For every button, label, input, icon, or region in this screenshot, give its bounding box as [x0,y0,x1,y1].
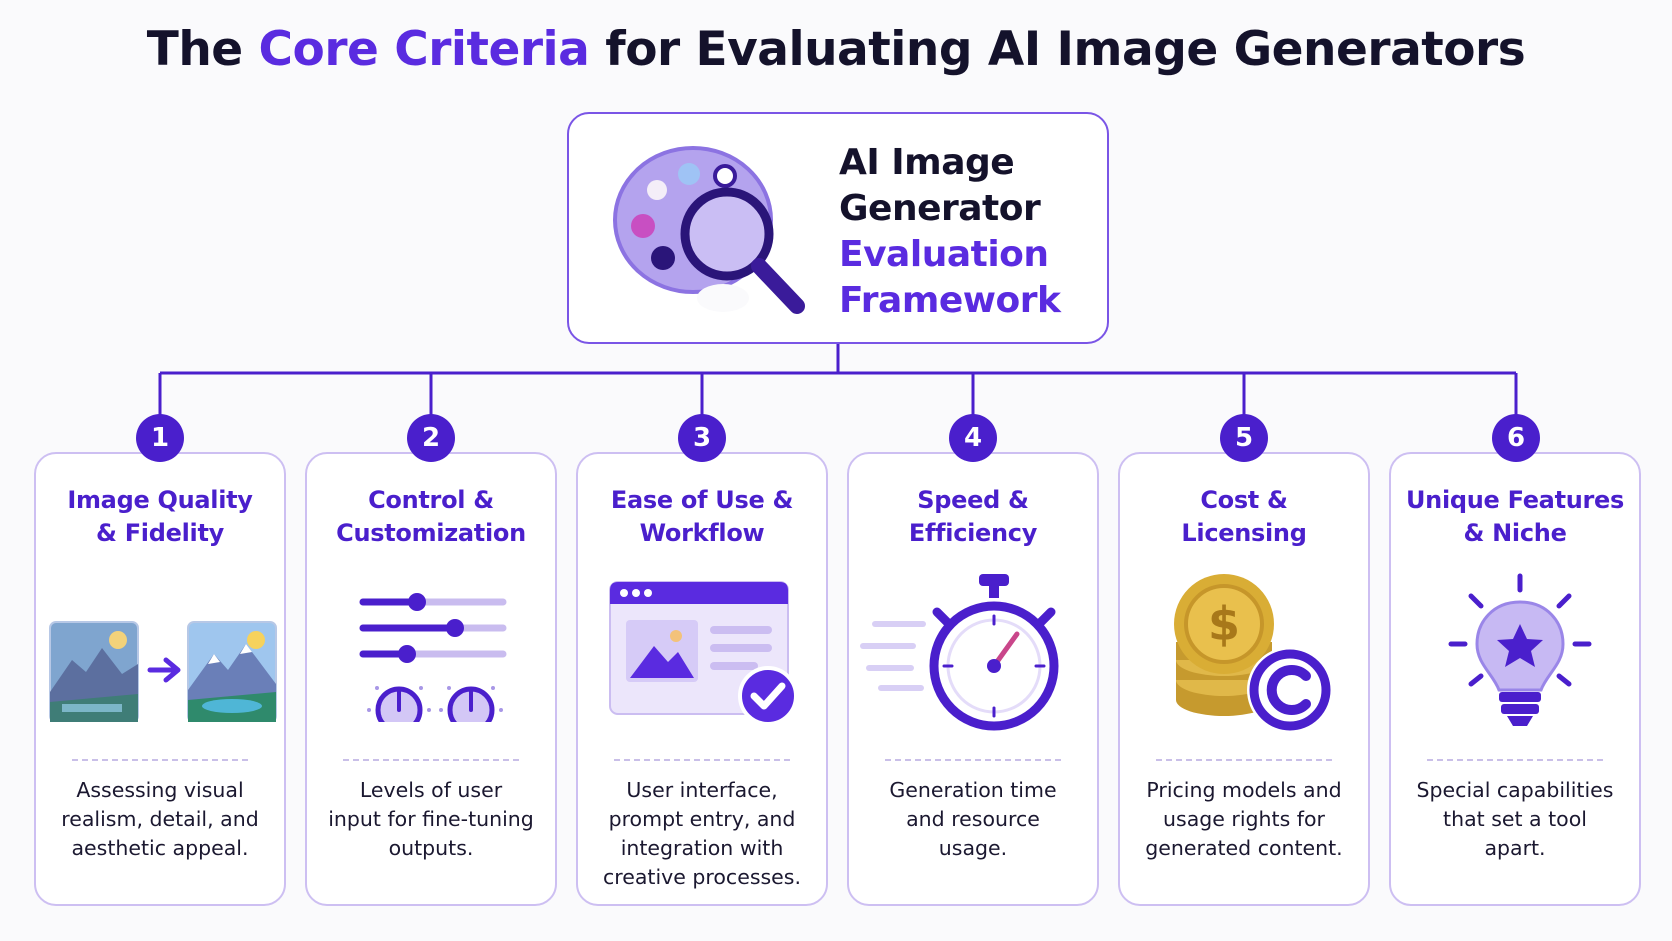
card-divider [343,759,519,761]
card-title: Speed & Efficiency [849,484,1097,550]
card-title: Control & Customization [307,484,555,550]
browser-check-icon [609,581,798,722]
card-title-line: Licensing [1181,519,1307,547]
card-title-line: Ease of Use & [610,486,794,514]
card-description-line: Special capabilities [1416,778,1614,802]
card-title: Ease of Use & Workflow [578,484,826,550]
root-title: AI Image Generator Evaluation Framework [839,140,1061,324]
criterion-card-cost: Cost & Licensing $ Pricing models and us… [1118,452,1370,906]
card-description: User interface, prompt entry, and integr… [586,776,818,892]
criterion-badge-2: 2 [407,414,455,462]
criterion-card-control: Control & Customization [305,452,557,906]
root-title-line-3: Evaluation [839,234,1049,275]
card-description-line: creative processes. [602,865,801,889]
card-title: Cost & Licensing [1120,484,1368,550]
criterion-badge-6: 6 [1492,414,1540,462]
card-title-line: & Niche [1463,519,1567,547]
card-description-line: Assessing visual [76,778,244,802]
card-title-line: Image Quality [67,486,253,514]
card-description-line: prompt entry, and [608,807,796,831]
criterion-card-image-quality: Image Quality & Fidelity Assessing visua… [34,452,286,906]
criterion-badge-3: 3 [678,414,726,462]
criterion-badge-4: 4 [949,414,997,462]
lightbulb-star-icon [1448,573,1592,726]
card-title-line: Unique Features [1405,486,1625,514]
image-upscale-icon [49,621,277,722]
card-title-line: Speed & [917,486,1029,514]
criterion-card-ease-of-use: Ease of Use & Workflow User interface, p… [576,452,828,906]
card-description-line: that set a tool [1443,807,1587,831]
card-description-line: realism, detail, and [61,807,259,831]
card-description-line: input for fine-tuning [328,807,534,831]
title-suffix: for Evaluating AI Image Generators [589,22,1526,77]
card-description: Pricing models and usage rights for gene… [1128,776,1360,863]
criterion-card-unique-features: Unique Features & Niche Special capabili… [1389,452,1641,906]
card-divider [1427,759,1603,761]
card-title-line: Efficiency [908,519,1038,547]
card-description-line: usage rights for [1163,807,1325,831]
card-divider [72,759,248,761]
sliders-knobs-icon [359,593,507,722]
criterion-badge-5: 5 [1220,414,1268,462]
card-divider [1156,759,1332,761]
root-title-line-4: Framework [839,280,1061,321]
card-divider [614,759,790,761]
coins-copyright-icon: $ [1174,574,1333,732]
criterion-badge-1: 1 [136,414,184,462]
card-description-line: generated content. [1145,836,1343,860]
title-accent: Core Criteria [258,22,590,77]
card-description-line: Pricing models and [1146,778,1342,802]
criterion-card-speed: Speed & Efficiency Generation time and r… [847,452,1099,906]
card-description-line: outputs. [388,836,474,860]
card-title-line: Customization [336,519,526,547]
card-title-line: Cost & [1200,486,1288,514]
page-title: The Core Criteria for Evaluating AI Imag… [0,22,1672,77]
card-description: Generation time and resource usage. [857,776,1089,863]
palette-magnifier-icon [613,146,805,314]
card-title-line: Control & [368,486,494,514]
svg-text:$: $ [1208,597,1240,651]
root-node: AI Image Generator Evaluation Framework [567,112,1109,344]
card-title-line: Workflow [639,519,765,547]
card-description-line: integration with [620,836,784,860]
card-description: Levels of user input for fine-tuning out… [315,776,547,863]
card-title: Unique Features & Niche [1391,484,1639,550]
card-description-line: User interface, [626,778,778,802]
root-title-line-2: Generator [839,188,1041,229]
card-description: Assessing visual realism, detail, and ae… [44,776,276,863]
card-description-line: Levels of user [359,778,503,802]
card-description: Special capabilities that set a tool apa… [1399,776,1631,863]
card-title-line: & Fidelity [96,519,224,547]
card-description-line: and resource [906,807,1040,831]
stopwatch-icon [860,574,1059,731]
title-prefix: The [146,22,259,77]
root-title-line-1: AI Image [839,142,1015,183]
card-description-line: aesthetic appeal. [71,836,249,860]
card-divider [885,759,1061,761]
card-description-line: apart. [1484,836,1546,860]
card-description-line: Generation time [889,778,1057,802]
card-description-line: usage. [938,836,1008,860]
card-title: Image Quality & Fidelity [36,484,284,550]
